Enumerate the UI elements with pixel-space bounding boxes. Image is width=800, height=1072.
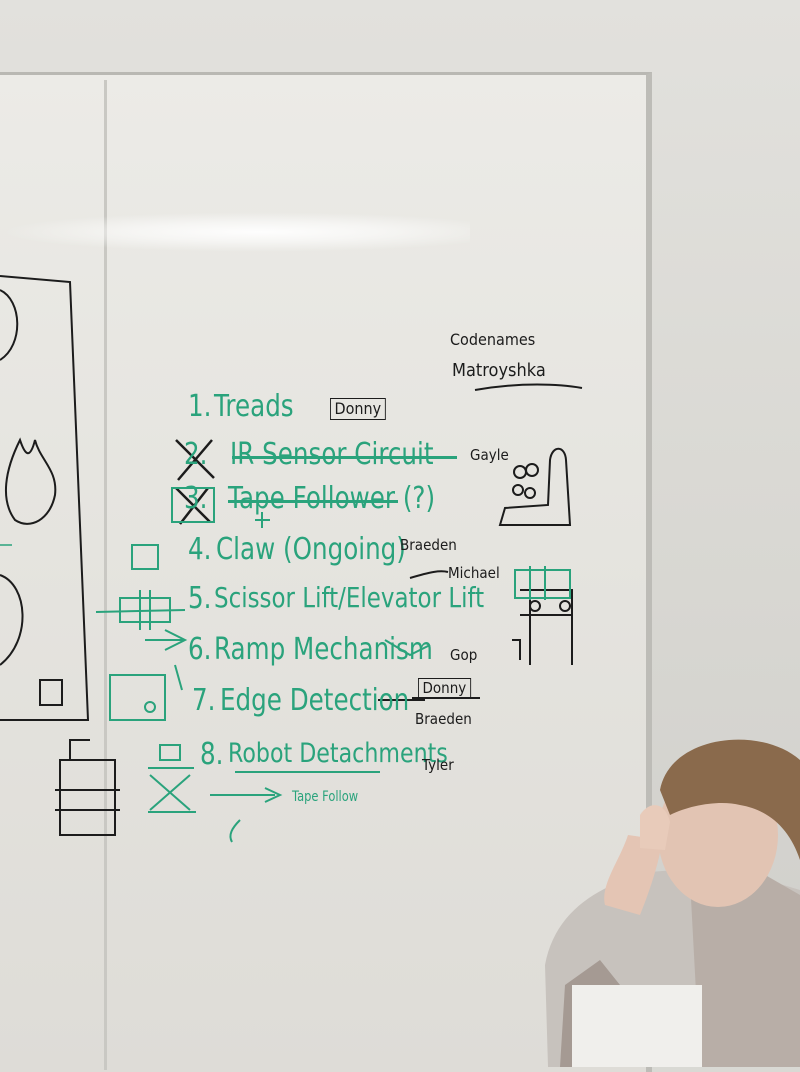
task-1-owner: Donny	[330, 398, 386, 420]
task-4-number: 4.	[188, 532, 212, 567]
cross-marks	[175, 439, 215, 525]
task-8-title: Robot Detachments	[228, 738, 448, 769]
green-sketches	[95, 487, 431, 843]
person	[545, 739, 800, 1067]
task-1-number: 1.	[188, 389, 212, 424]
light-reflection	[0, 212, 470, 252]
task-7-owner: Donny	[418, 678, 471, 699]
right-green-sketch	[514, 566, 571, 600]
task-2-owner: Gayle	[470, 446, 509, 464]
right-sketches	[55, 383, 583, 836]
codename: Matroyshka	[452, 360, 546, 381]
task-2-strikethrough	[232, 456, 457, 459]
task-7-title: Edge Detection	[220, 683, 410, 718]
task-3-strikethrough	[228, 500, 398, 503]
task-2-number: 2.	[184, 437, 208, 472]
task-8-number: 8.	[200, 737, 224, 772]
task-5-owner: Michael	[448, 564, 500, 582]
tape-follow-note: Tape Follow	[292, 789, 359, 805]
task-5-number: 5.	[188, 581, 212, 616]
task-6-owner: Gop	[450, 646, 478, 664]
task-1-title: Treads	[214, 389, 294, 424]
task-2-title: IR Sensor Circuit	[230, 437, 434, 472]
task-8-owner: Tyler	[422, 756, 454, 774]
task-6-title: Ramp Mechanism	[214, 632, 433, 667]
task-6-number: 6.	[188, 632, 212, 667]
task-3-title: Tape Follower (?)	[228, 481, 436, 516]
left-sketch	[0, 275, 90, 721]
task-4-title: Claw (Ongoing)	[216, 532, 406, 567]
codenames-label: Codenames	[450, 330, 536, 349]
task-5-title: Scissor Lift/Elevator Lift	[214, 581, 485, 614]
task-7-number: 7.	[192, 683, 216, 718]
board-seam	[104, 80, 107, 1070]
task-7-second-owner: Braeden	[415, 710, 472, 728]
task-3-number: 3.	[184, 481, 208, 516]
task-4-owner: Braeden	[400, 536, 457, 554]
